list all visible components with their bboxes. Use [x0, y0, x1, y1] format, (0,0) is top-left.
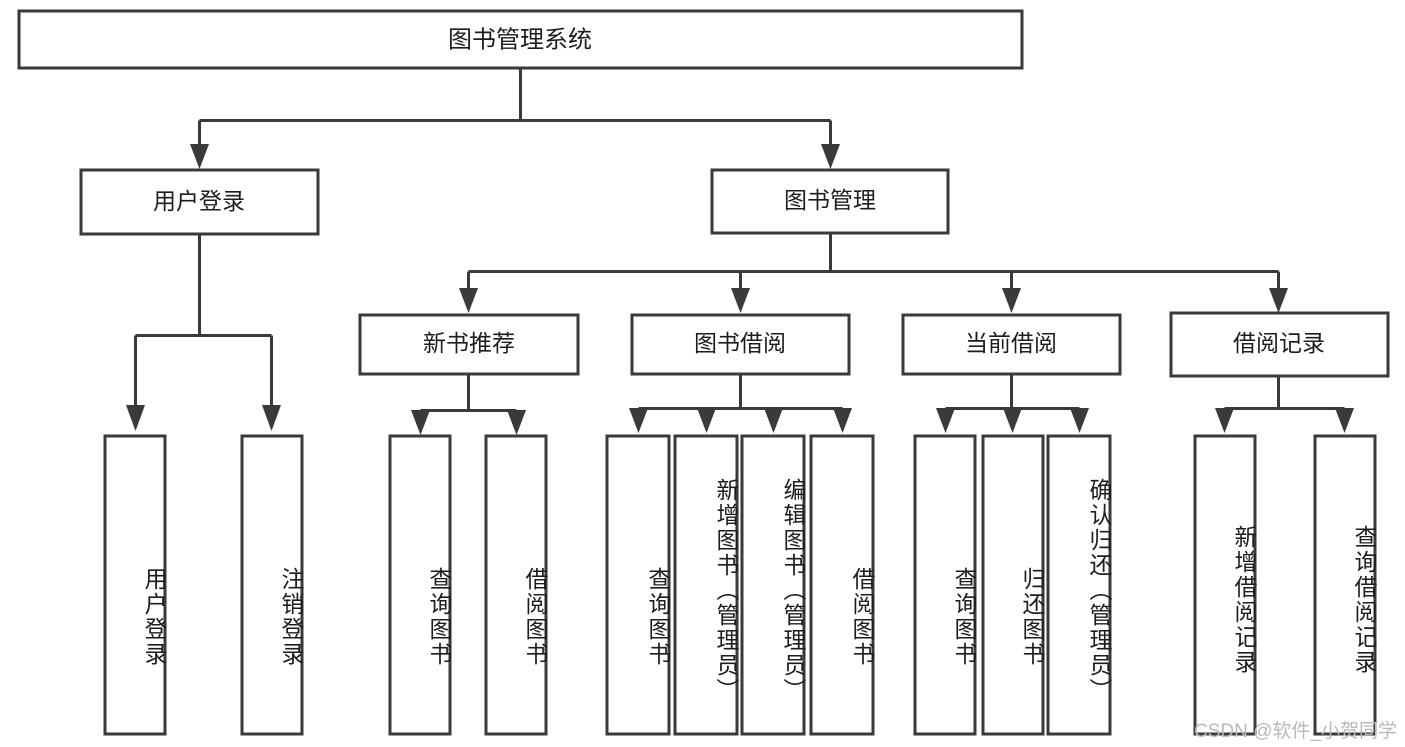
leaf-current-confirm-box[interactable] [1046, 434, 1112, 736]
arrowhead-user-login [190, 144, 209, 169]
arrowhead-record-leaf2 [1335, 408, 1354, 433]
node-book-management-label: 图书管理 [784, 187, 876, 213]
arrowhead-newbook-leaf1 [411, 410, 430, 435]
arrowhead-leaf-logout [262, 405, 281, 431]
node-book-management-box[interactable] [710, 168, 950, 235]
leaf-borrow-edit-box[interactable] [740, 434, 806, 736]
node-book-borrow-box[interactable] [630, 313, 851, 376]
connector-group [126, 68, 1354, 435]
leaf-logout-box[interactable] [240, 434, 304, 736]
arrowhead-borrow-leaf4 [833, 408, 852, 433]
leaf-borrow-add-box[interactable] [673, 434, 739, 736]
node-new-book-box[interactable] [358, 313, 580, 376]
arrowhead-borrow [731, 288, 750, 313]
leaf-record-add-box[interactable] [1193, 434, 1257, 736]
node-borrow-record-label: 借阅记录 [1233, 330, 1325, 356]
leaf-borrow-lend-box[interactable] [809, 434, 875, 736]
arrowhead-leaf-user-login [126, 405, 145, 431]
node-borrow-record-box[interactable] [1169, 311, 1390, 378]
node-root-box[interactable] [17, 9, 1024, 70]
csdn-watermark: CSDN @软件_小贺同学 [1194, 721, 1397, 742]
arrowhead-newbook [459, 288, 478, 313]
node-current-borrow-label: 当前借阅 [965, 330, 1057, 356]
leaf-newbook-query-box[interactable] [388, 434, 452, 736]
node-current-borrow-box[interactable] [901, 313, 1122, 376]
leaf-record-query-box[interactable] [1313, 434, 1377, 736]
arrowhead-borrow-leaf1 [629, 408, 648, 433]
arrowhead-record-leaf1 [1215, 408, 1234, 433]
arrowhead-borrow-leaf3 [764, 408, 783, 433]
leaf-user-login-box[interactable] [103, 434, 167, 736]
node-user-login-box[interactable] [79, 168, 320, 236]
arrowhead-record [1269, 288, 1288, 313]
arrowhead-book-mgmt [821, 144, 840, 169]
arrowhead-borrow-leaf2 [697, 408, 716, 433]
leaf-newbook-borrow-box[interactable] [484, 434, 548, 736]
leaf-borrow-query-box[interactable] [605, 434, 671, 736]
arrowhead-current [1002, 288, 1021, 313]
node-user-login-label: 用户登录 [153, 188, 245, 214]
node-new-book-label: 新书推荐 [423, 330, 515, 356]
leaf-current-query-box[interactable] [913, 434, 977, 736]
node-root-label: 图书管理系统 [448, 26, 592, 53]
leaf-current-return-box[interactable] [981, 434, 1045, 736]
node-book-borrow-label: 图书借阅 [694, 330, 786, 356]
arrowhead-current-leaf3 [1070, 408, 1089, 433]
arrowhead-current-leaf2 [1003, 408, 1022, 433]
arrowhead-current-leaf1 [936, 408, 955, 433]
arrowhead-newbook-leaf2 [507, 410, 526, 435]
